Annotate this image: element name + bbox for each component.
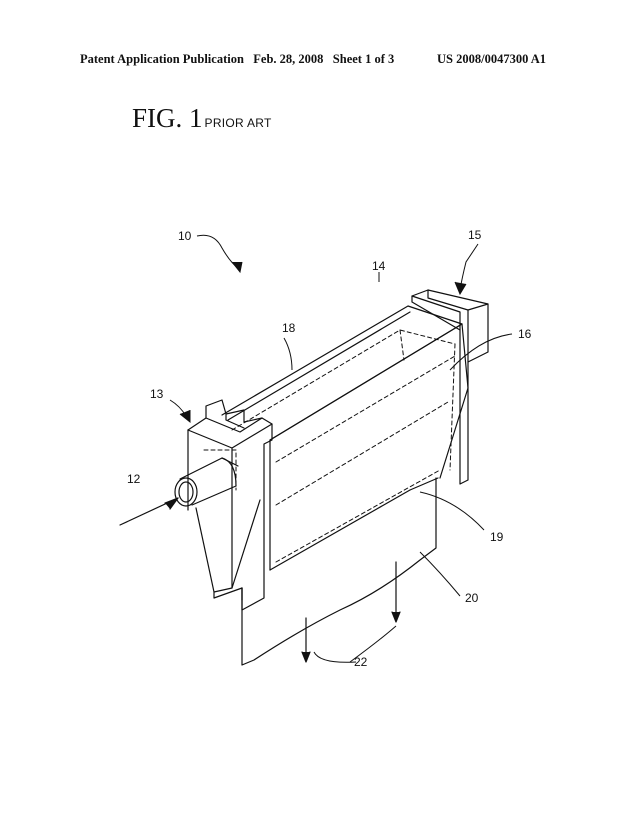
top-edge: [227, 311, 411, 421]
curtain-sheet: [241, 477, 437, 666]
lip-edge: [269, 489, 411, 571]
hidden-inner-top: [231, 329, 456, 431]
label-22: 22: [354, 655, 368, 669]
body-front-face: [269, 323, 469, 571]
label-10: 10: [178, 229, 192, 243]
left-end-cap: [187, 399, 273, 611]
label-14: 14: [372, 259, 386, 273]
header-left: Patent Application Publication Feb. 28, …: [80, 52, 394, 67]
hidden-inner-bottom: [275, 469, 441, 563]
label-19: 19: [490, 530, 504, 544]
label-15: 15: [468, 228, 482, 242]
hidden-pipe: [203, 449, 237, 491]
figure-title: FIG. 1: [132, 103, 203, 133]
publication-label: Patent Application Publication: [80, 52, 244, 66]
figure-subtitle: PRIOR ART: [204, 116, 272, 130]
patent-number: US 2008/0047300 A1: [437, 52, 547, 66]
label-13: 13: [150, 387, 164, 401]
publication-date: Feb. 28, 2008: [253, 52, 324, 66]
label-20: 20: [465, 591, 479, 605]
inlet-pipe: [174, 457, 239, 507]
left-nozzle: [195, 499, 261, 593]
hidden-inner-low: [275, 401, 449, 506]
label-12: 12: [127, 472, 141, 486]
label-16: 16: [518, 327, 532, 341]
label-18: 18: [282, 321, 296, 335]
hidden-inner-mid: [275, 355, 456, 463]
right-end-cap: [411, 289, 489, 485]
sheet-number: Sheet 1 of 3: [332, 52, 395, 66]
